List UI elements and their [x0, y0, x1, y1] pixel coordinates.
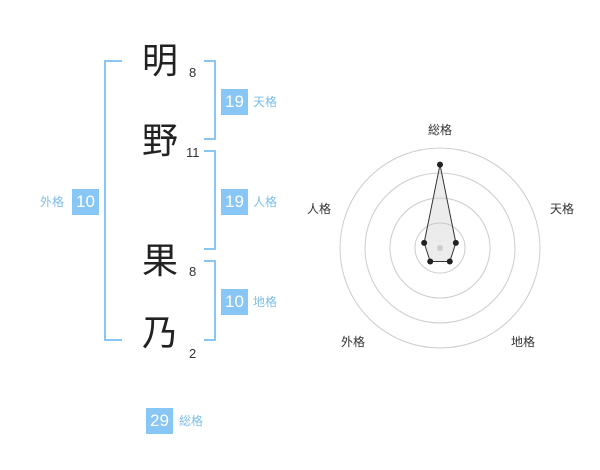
- radar-center-dot: [437, 245, 443, 251]
- stroke-count-2: 11: [186, 145, 200, 160]
- jinkaku-value: 19: [221, 189, 248, 215]
- name-char-3: 果: [141, 241, 178, 282]
- stroke-count-1: 8: [189, 65, 197, 80]
- tenkaku-value: 19: [221, 89, 248, 115]
- gaikaku-label: 外格: [40, 195, 65, 209]
- radar-axis-label-tenkaku: 天格: [550, 202, 575, 216]
- radar-point-3: [427, 258, 434, 265]
- gaikaku-value: 10: [72, 189, 99, 215]
- tenkaku-label: 天格: [253, 95, 278, 109]
- jinkaku-label: 人格: [253, 195, 278, 209]
- radar-ring-2: [389, 197, 491, 299]
- name-char-2: 野: [141, 121, 178, 162]
- radar-ring-3: [364, 172, 516, 324]
- radar-polygon: [423, 164, 457, 262]
- soukaku-value: 29: [146, 408, 173, 434]
- radar-axis-label-jinkaku: 人格: [307, 202, 332, 216]
- radar-ring-1: [414, 222, 466, 274]
- radar-axis-label-gaikaku: 外格: [341, 335, 366, 349]
- radar-ring-4: [339, 147, 541, 349]
- stroke-count-4: 2: [189, 346, 197, 361]
- radar-point-1: [452, 239, 459, 246]
- chikaku-value: 10: [221, 289, 248, 315]
- soukaku-label: 総格: [179, 414, 204, 428]
- radar-point-2: [446, 258, 453, 265]
- radar-point-4: [421, 239, 428, 246]
- radar-axis-label-chikaku: 地格: [511, 335, 536, 349]
- radar-axis-label-soukaku: 総格: [428, 123, 453, 137]
- jinkaku-bracket: [204, 150, 216, 250]
- chikaku-label: 地格: [253, 295, 278, 309]
- stroke-count-3: 8: [189, 264, 197, 279]
- chikaku-bracket: [204, 260, 216, 341]
- gaikaku-bracket: [104, 60, 122, 341]
- radar-point-0: [437, 161, 443, 168]
- tenkaku-bracket: [204, 60, 216, 140]
- name-char-4: 乃: [141, 313, 178, 354]
- name-char-1: 明: [141, 41, 178, 82]
